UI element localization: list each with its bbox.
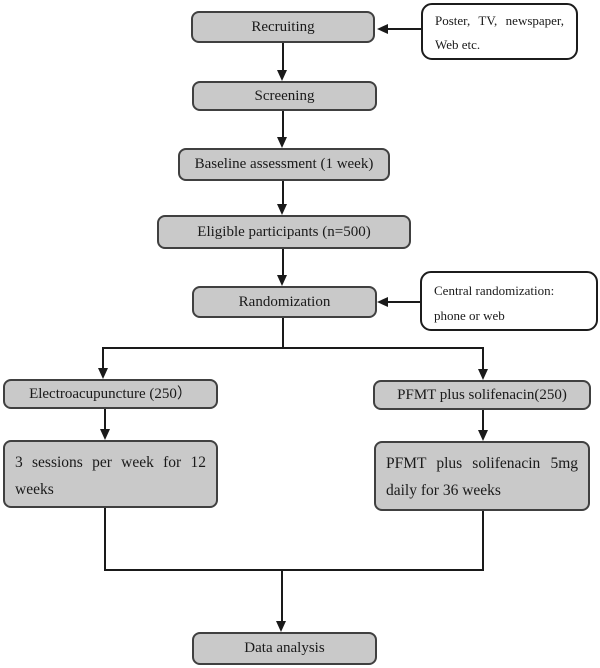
node-baseline-label: Baseline assessment (1 week) bbox=[194, 156, 374, 173]
arrowhead-central-randomization bbox=[377, 297, 388, 307]
node-data-analysis: Data analysis bbox=[192, 632, 377, 665]
connector-ea-merge bbox=[104, 508, 106, 571]
connector-branch-pfmt bbox=[482, 347, 484, 370]
arrowhead-baseline-eligible bbox=[277, 204, 287, 215]
connector-screening-baseline bbox=[282, 111, 284, 138]
connector-eligible-randomization bbox=[282, 249, 284, 276]
connector-randomization-branch bbox=[282, 318, 284, 349]
connector-baseline-eligible bbox=[282, 181, 284, 205]
arrowhead-pfmt-schedule bbox=[478, 430, 488, 441]
arrowhead-recruiting-screening bbox=[277, 70, 287, 81]
arrowhead-source-recruiting bbox=[377, 24, 388, 34]
arrowhead-branch-ea bbox=[98, 368, 108, 379]
callout-recruit-source-line1: Poster, TV, newspaper, bbox=[435, 13, 564, 28]
node-baseline-assessment: Baseline assessment (1 week) bbox=[178, 148, 390, 181]
node-recruiting-label: Recruiting bbox=[251, 18, 315, 35]
callout-central-randomization: Central randomization: phone or web bbox=[420, 271, 598, 331]
node-pfmt-arm: PFMT plus solifenacin(250) bbox=[373, 380, 591, 410]
node-pfmt-schedule-line2: daily for 36 weeks bbox=[386, 482, 501, 499]
node-ea-schedule-line1: 3 sessions per week for 12 bbox=[15, 454, 206, 471]
node-pfmt-schedule: PFMT plus solifenacin 5mg daily for 36 w… bbox=[374, 441, 590, 511]
node-electroacupuncture-arm: Electroacupuncture (250） bbox=[3, 379, 218, 409]
arrowhead-branch-pfmt bbox=[478, 369, 488, 380]
arrowhead-merge-analysis bbox=[276, 621, 286, 632]
node-screening: Screening bbox=[192, 81, 377, 111]
connector-pfmt-schedule bbox=[482, 410, 484, 431]
node-ea-schedule-line2: weeks bbox=[15, 481, 54, 498]
arrowhead-screening-baseline bbox=[277, 137, 287, 148]
node-pfmt-schedule-line1: PFMT plus solifenacin 5mg bbox=[386, 455, 578, 472]
arrowhead-ea-schedule bbox=[100, 429, 110, 440]
node-randomization: Randomization bbox=[192, 286, 377, 318]
node-randomization-label: Randomization bbox=[238, 293, 331, 310]
node-screening-label: Screening bbox=[254, 87, 315, 104]
arrowhead-eligible-randomization bbox=[277, 275, 287, 286]
connector-merge-analysis bbox=[281, 569, 283, 622]
node-pfmt-label: PFMT plus solifenacin(250) bbox=[397, 386, 567, 403]
callout-recruit-source: Poster, TV, newspaper, Web etc. bbox=[421, 3, 578, 60]
connector-recruiting-screening bbox=[282, 43, 284, 71]
connector-pfmt-merge bbox=[482, 511, 484, 571]
connector-central-randomization bbox=[386, 301, 420, 303]
connector-ea-schedule bbox=[104, 409, 106, 430]
node-recruiting: Recruiting bbox=[191, 11, 375, 43]
merge-line bbox=[104, 569, 484, 571]
callout-recruit-source-line2: Web etc. bbox=[435, 37, 481, 52]
callout-central-line1: Central randomization: bbox=[434, 283, 555, 298]
node-eligible-participants: Eligible participants (n=500) bbox=[157, 215, 411, 249]
connector-source-recruiting bbox=[386, 28, 421, 30]
node-ea-schedule: 3 sessions per week for 12 weeks bbox=[3, 440, 218, 508]
node-electroacupuncture-label: Electroacupuncture (250） bbox=[29, 385, 192, 402]
connector-branch-ea bbox=[102, 347, 104, 369]
node-eligible-label: Eligible participants (n=500) bbox=[197, 223, 371, 240]
node-data-analysis-label: Data analysis bbox=[244, 640, 325, 657]
callout-central-line2: phone or web bbox=[434, 308, 505, 323]
branch-line bbox=[102, 347, 484, 349]
